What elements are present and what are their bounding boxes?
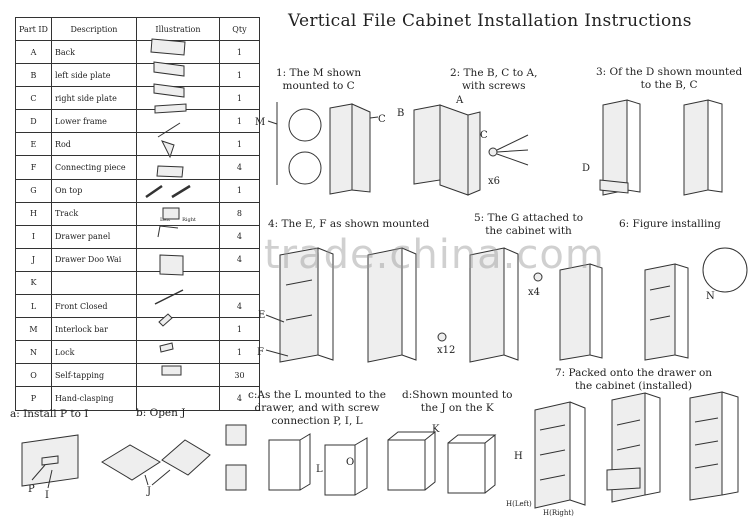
part-id-cell: N — [15, 340, 52, 365]
callout-l: L — [316, 464, 323, 475]
step-4-text: 4: The E, F as shown mounted — [268, 218, 430, 230]
step-7-drawing — [534, 391, 739, 509]
step-c-label: c:As the L mounted to the drawer, and wi… — [248, 389, 386, 428]
callout-b: B — [397, 108, 405, 119]
callout-a: A — [456, 95, 464, 106]
step-b-label: b: Open J — [136, 407, 185, 420]
table-illustrations — [145, 38, 191, 376]
step-6-drawing — [644, 247, 748, 361]
callout-c: C — [378, 114, 386, 125]
step-a-text: a: Install P to I — [10, 408, 89, 420]
step-5-text: 5: The G attached to the cabinet with — [474, 212, 584, 237]
step-3-drawing — [599, 99, 723, 196]
qty-cell: 1 — [218, 317, 260, 342]
qty-cell: 1 — [218, 39, 260, 65]
step-5-label: 5: The G attached to the cabinet with — [474, 212, 583, 238]
qty-cell: 4 — [218, 386, 260, 411]
step-1-drawing — [267, 102, 379, 195]
callout-p: P — [28, 484, 35, 495]
step-b-drawing — [101, 439, 211, 486]
illustration-cell — [135, 132, 220, 157]
step-a-label: a: Install P to I — [10, 408, 88, 421]
description-cell: left side plate — [50, 63, 137, 88]
header-illustration: Illustration — [135, 17, 220, 41]
step-d-label: d:Shown mounted to the J on the K — [402, 389, 512, 415]
track-label: Left — [159, 216, 171, 223]
qty-cell — [218, 270, 260, 296]
part-id-cell: L — [15, 294, 52, 319]
callout-f: F — [257, 347, 264, 358]
callout-k: K — [432, 424, 440, 435]
header-description: Description — [50, 17, 137, 41]
part-id-cell: A — [15, 39, 52, 65]
description-cell: Hand-clasping — [50, 386, 137, 411]
step-5-drawing — [533, 263, 603, 361]
callout-qty-x4: x4 — [528, 287, 541, 298]
step-1-label: 1: The M shown mounted to C — [276, 67, 361, 93]
callout-j: J — [147, 486, 152, 497]
qty-cell: 1 — [218, 63, 260, 88]
table-header-row: Part ID Description Illustration Qty — [15, 17, 260, 41]
callout-h-left: H(Left) — [506, 500, 532, 508]
step-2-text: 2: The B, C to A, with screws — [450, 67, 538, 92]
track-label: Right — [182, 216, 196, 223]
step-2-label: 2: The B, C to A, with screws — [450, 67, 537, 93]
callout-h-right: H(Right) — [543, 509, 574, 517]
description-cell: Lock — [50, 340, 137, 365]
callout-d: D — [582, 163, 591, 174]
step-d-drawing — [387, 431, 497, 494]
callout-i: I — [45, 490, 49, 501]
step-a-drawing — [21, 434, 79, 489]
step-c-text: c:As the L mounted to the drawer, and wi… — [248, 389, 386, 427]
part-id-cell: D — [15, 109, 52, 134]
description-cell: Lower frame — [50, 109, 137, 134]
step-2-drawing — [413, 104, 529, 196]
part-id-cell: C — [15, 86, 52, 111]
step-3-text: 3: Of the D shown mounted to the B, C — [596, 66, 743, 91]
step-1-text: 1: The M shown mounted to C — [276, 67, 362, 92]
part-id-cell: E — [15, 132, 52, 157]
step-7-label: 7: Packed onto the drawer on the cabinet… — [555, 367, 712, 393]
callout-o: O — [346, 457, 355, 468]
description-cell: On top — [50, 178, 137, 203]
callout-c2: C — [480, 130, 488, 141]
qty-cell: 4 — [218, 294, 260, 319]
part-id-cell: P — [15, 386, 52, 411]
page-title: Vertical File Cabinet Installation Instr… — [288, 11, 692, 31]
illustration-cell — [135, 386, 220, 411]
callout-qty-x12: x12 — [437, 345, 456, 356]
callout-qty-x6: x6 — [488, 176, 501, 187]
callout-m: M — [255, 117, 266, 128]
callout-e: E — [258, 310, 266, 321]
step-d-text: d:Shown mounted to the J on the K — [402, 389, 513, 414]
description-cell: Back — [50, 39, 137, 65]
part-id-cell: G — [15, 178, 52, 203]
callout-n: N — [706, 291, 715, 302]
illustration-cell — [135, 294, 220, 319]
qty-cell: 4 — [218, 247, 260, 272]
step-3-label: 3: Of the D shown mounted to the B, C — [596, 66, 742, 92]
step-6-text: 6: Figure installing — [619, 218, 721, 230]
description-cell: right side plate — [50, 86, 137, 111]
step-6-label: 6: Figure installing — [619, 218, 721, 231]
step-c-drawing — [225, 424, 368, 496]
step-b-text: b: Open J — [136, 407, 186, 419]
step-4-label: 4: The E, F as shown mounted — [268, 218, 429, 231]
qty-cell: 1 — [218, 86, 260, 111]
step-7-text: 7: Packed onto the drawer on the cabinet… — [555, 367, 713, 392]
callout-h: H — [514, 451, 523, 462]
step-4-drawing — [265, 247, 519, 363]
watermark: trade.china.com — [264, 232, 605, 278]
